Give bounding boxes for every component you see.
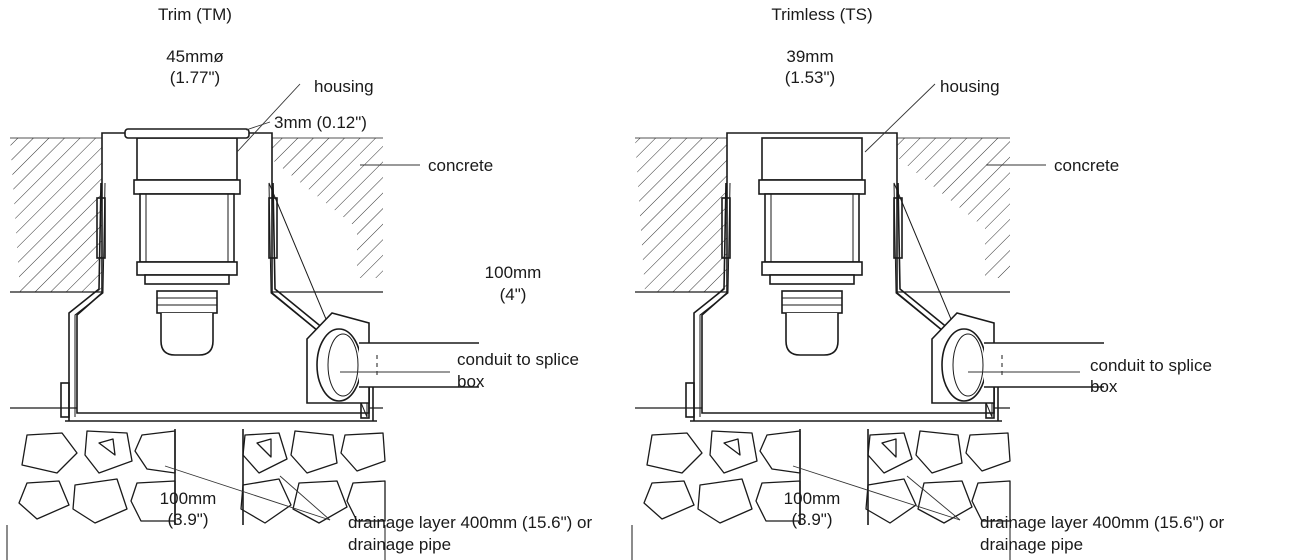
concrete-label: concrete bbox=[428, 156, 493, 175]
panel-title: Trimless (TS) bbox=[771, 5, 872, 24]
conduit-label-line2: box bbox=[1090, 377, 1118, 396]
panel-trimless: Trimless (TS) 39mm (1.53") housing concr… bbox=[631, 5, 1224, 560]
gap-mm-label: 100mm bbox=[784, 489, 841, 508]
concrete-label: concrete bbox=[1054, 156, 1119, 175]
depth-mm-label: 100mm bbox=[485, 263, 542, 282]
drainage-label-line2: drainage pipe bbox=[980, 535, 1083, 554]
drainage-label-line2: drainage pipe bbox=[348, 535, 451, 554]
gap-mm-label: 100mm bbox=[160, 489, 217, 508]
gap-in-label: (3.9") bbox=[168, 510, 209, 529]
drainage-label-line1: drainage layer 400mm (15.6") or bbox=[348, 513, 592, 532]
conduit-label-line1: conduit to splice bbox=[457, 350, 579, 369]
conduit-label-line1: conduit to splice bbox=[1090, 356, 1212, 375]
gap-in-label: (3.9") bbox=[792, 510, 833, 529]
depth-in-label: (4") bbox=[500, 285, 527, 304]
diameter-in-label: (1.53") bbox=[785, 68, 835, 87]
housing-label: housing bbox=[940, 77, 1000, 96]
panel-title: Trim (TM) bbox=[158, 5, 232, 24]
diameter-in-label: (1.77") bbox=[170, 68, 220, 87]
diameter-mm-label: 39mm bbox=[786, 47, 833, 66]
trim-height-label: 3mm (0.12") bbox=[274, 113, 367, 132]
drainage-label-line1: drainage layer 400mm (15.6") or bbox=[980, 513, 1224, 532]
panel-trim: Trim (TM) 45mmø (1.77") housing 3mm (0.1… bbox=[6, 5, 592, 560]
conduit-label-line2: box bbox=[457, 372, 485, 391]
diameter-mm-label: 45mmø bbox=[166, 47, 224, 66]
trim-flange bbox=[124, 128, 250, 139]
housing-label: housing bbox=[314, 77, 374, 96]
